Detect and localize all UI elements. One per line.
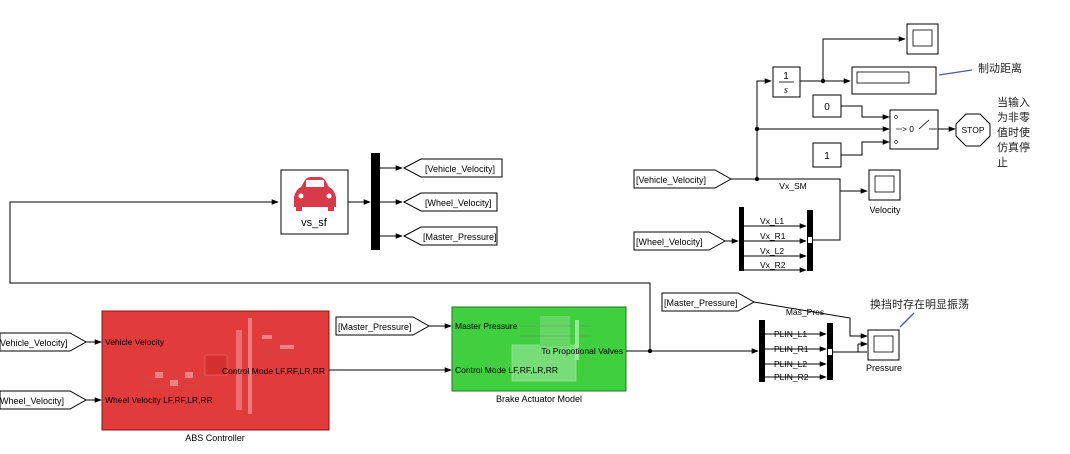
vx-r2-label: Vx_R2 bbox=[760, 260, 786, 270]
from-vehicle-velocity-left[interactable]: Vehicle_Velocity] bbox=[0, 332, 88, 352]
vx-sm-line bbox=[731, 178, 868, 194]
const-zero-line bbox=[841, 105, 890, 120]
branch-point-vx bbox=[754, 176, 760, 182]
plin-l1-label: PLIN_L1 bbox=[774, 329, 807, 339]
mas-pres-line bbox=[753, 301, 868, 339]
svg-text:Wheel_Velocity]: Wheel_Velocity] bbox=[0, 396, 64, 406]
svg-text:> 0: > 0 bbox=[902, 124, 914, 134]
integrator-scope-line bbox=[822, 36, 906, 81]
stop-note: 当输入 为非零 值时使 仿真停 止 bbox=[997, 95, 1030, 169]
abs-in2-port: Wheel Velocity LF,RF,LR,RR bbox=[105, 395, 213, 405]
actuator-out1-port: To Propotional Valves bbox=[541, 346, 623, 356]
goto-vehicle-velocity[interactable]: [Vehicle_Velocity] bbox=[402, 158, 503, 178]
actuator-inner-graphics bbox=[511, 316, 590, 382]
mas-pres-label: Mas_Pres bbox=[786, 307, 824, 317]
svg-text:[Master_Pressure]: [Master_Pressure] bbox=[664, 298, 738, 308]
vehicle-model-block[interactable]: vs_sf bbox=[280, 169, 349, 235]
svg-text:1: 1 bbox=[824, 151, 830, 162]
svg-text:[Vehicle_Velocity]: [Vehicle_Velocity] bbox=[636, 175, 706, 185]
svg-text:当输入: 当输入 bbox=[997, 95, 1030, 109]
goto-master-pressure[interactable]: [Master_Pressure] bbox=[402, 226, 498, 246]
brake-actuator-block[interactable]: Master Pressure Control Mode LF,RF,LR,RR… bbox=[451, 306, 627, 392]
svg-text:值时使: 值时使 bbox=[997, 126, 1030, 139]
from-vehicle-velocity-right[interactable]: [Vehicle_Velocity] bbox=[633, 169, 733, 189]
plin-l2-label: PLIN_L2 bbox=[774, 359, 807, 369]
vx-sm-label: Vx_SM bbox=[779, 181, 806, 191]
svg-text:[Wheel_Velocity]: [Wheel_Velocity] bbox=[636, 237, 703, 247]
constant-one[interactable]: 1 bbox=[812, 142, 842, 168]
braking-distance-display[interactable] bbox=[851, 66, 937, 95]
svg-text:仿真停: 仿真停 bbox=[997, 140, 1030, 154]
stop-block[interactable]: STOP bbox=[955, 113, 991, 147]
svg-text:[Master_Pressure]: [Master_Pressure] bbox=[338, 322, 412, 332]
brake-actuator-caption: Brake Actuator Model bbox=[496, 394, 582, 404]
svg-text:STOP: STOP bbox=[962, 125, 985, 135]
pressure-scope[interactable] bbox=[867, 329, 900, 361]
svg-text:Vehicle_Velocity]: Vehicle_Velocity] bbox=[0, 338, 68, 348]
car-icon bbox=[294, 177, 336, 211]
svg-text:1: 1 bbox=[783, 71, 789, 82]
actuator-in2-port: Control Mode LF,RF,LR,RR bbox=[455, 365, 558, 375]
integrator-in-line bbox=[756, 78, 772, 179]
vehicle-model-label: vs_sf bbox=[301, 217, 328, 229]
abs-in1-port: Vehicle Velocity bbox=[105, 337, 165, 347]
abs-inner-graphics bbox=[140, 318, 300, 414]
demux-bar-top[interactable] bbox=[371, 153, 380, 250]
velocity-scope-label: Velocity bbox=[869, 205, 901, 215]
from-master-pressure-mid[interactable]: [Master_Pressure] bbox=[335, 316, 431, 336]
from-wheel-velocity-right[interactable]: [Wheel_Velocity] bbox=[633, 231, 727, 251]
velocity-scope[interactable] bbox=[868, 169, 901, 201]
braking-distance-scope[interactable] bbox=[906, 23, 939, 55]
vx-l2-label: Vx_L2 bbox=[760, 246, 784, 256]
vx-l1-label: Vx_L1 bbox=[760, 216, 784, 226]
abs-controller-block[interactable]: Vehicle Velocity Wheel Velocity LF,RF,LR… bbox=[101, 310, 330, 431]
abs-controller-caption: ABS Controller bbox=[185, 433, 245, 443]
oscillation-note: 换挡时存在明显振荡 bbox=[870, 297, 969, 311]
demux-bar-pressure[interactable] bbox=[759, 320, 765, 382]
plin-r2-label: PLIN_R2 bbox=[774, 372, 809, 382]
actuator-in1-port: Master Pressure bbox=[455, 321, 518, 331]
svg-text:0: 0 bbox=[824, 102, 830, 113]
svg-text:[Wheel_Velocity]: [Wheel_Velocity] bbox=[425, 198, 492, 208]
svg-text:[Master_Pressure]: [Master_Pressure] bbox=[423, 232, 497, 242]
braking-distance-note: 制动距离 bbox=[978, 61, 1022, 75]
svg-text:止: 止 bbox=[997, 156, 1008, 169]
demux-bar-wheel[interactable] bbox=[739, 207, 744, 271]
svg-text:[Vehicle_Velocity]: [Vehicle_Velocity] bbox=[425, 164, 495, 174]
plin-r1-label: PLIN_R1 bbox=[774, 344, 809, 354]
feedback-line-top bbox=[9, 199, 651, 351]
branch-point-pressure bbox=[647, 348, 653, 354]
wheel-mux-to-velocity-line bbox=[813, 191, 841, 241]
svg-text:为非零: 为非零 bbox=[997, 111, 1030, 124]
integrator-block[interactable]: 1 s bbox=[772, 66, 801, 98]
switch-block[interactable]: > 0 bbox=[889, 109, 939, 150]
abs-out1-port: Control Mode LF,RF,LR,RR bbox=[222, 366, 325, 376]
svg-text:s: s bbox=[784, 85, 788, 96]
branch-point-vx2 bbox=[754, 126, 760, 132]
braking-distance-note-line bbox=[938, 69, 973, 76]
from-master-pressure-right[interactable]: [Master_Pressure] bbox=[661, 292, 756, 312]
const-one-line bbox=[841, 139, 890, 156]
from-wheel-velocity-left[interactable]: Wheel_Velocity] bbox=[0, 390, 88, 410]
goto-wheel-velocity[interactable]: [Wheel_Velocity] bbox=[402, 192, 498, 212]
vx-r1-label: Vx_R1 bbox=[760, 231, 786, 241]
constant-zero[interactable]: 0 bbox=[812, 94, 842, 118]
oscillation-note-line bbox=[899, 312, 915, 328]
pressure-scope-label: Pressure bbox=[866, 363, 902, 373]
